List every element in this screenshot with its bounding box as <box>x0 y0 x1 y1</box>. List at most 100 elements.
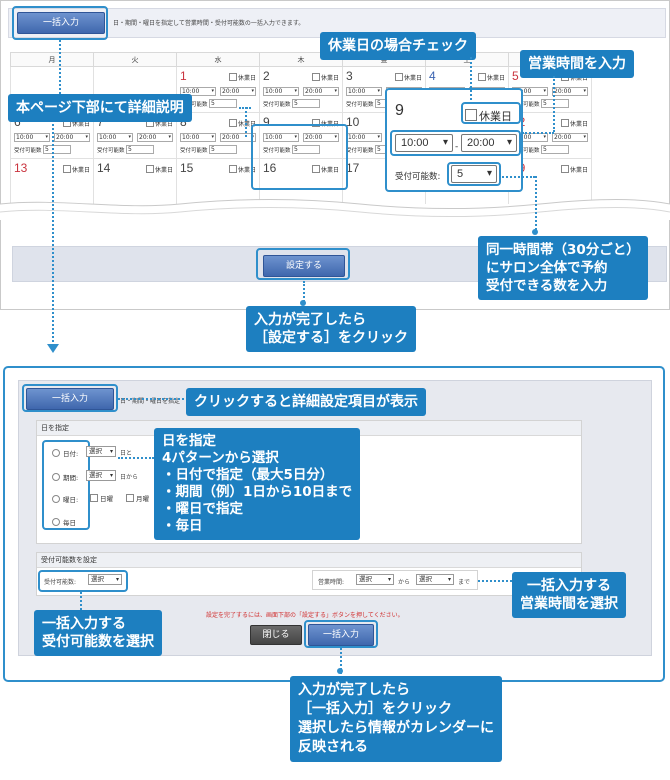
holiday-checkbox[interactable]: 休業日 <box>229 165 256 174</box>
holiday-checkbox[interactable]: 休業日 <box>63 165 90 174</box>
zoom-close-time-select[interactable]: 20:00 <box>461 134 517 152</box>
capacity-select[interactable]: 5 <box>292 99 320 108</box>
apply-ring <box>304 620 378 648</box>
connector-to-bottom <box>52 124 54 346</box>
bottom-bulk-ring <box>22 384 118 412</box>
capacity-select[interactable]: 選択 <box>88 574 122 585</box>
close-time-select[interactable]: 20:00 <box>54 133 90 142</box>
capacity-label: 受付可能数 <box>180 148 208 154</box>
connector-hours-v <box>553 76 555 132</box>
submit-button-highlight <box>256 248 350 280</box>
holiday-checkbox[interactable]: 休業日 <box>478 73 505 82</box>
day-number: 1 <box>180 69 187 83</box>
open-time-select[interactable]: 10:00 <box>346 87 382 96</box>
hours-from-select[interactable]: 選択 <box>356 574 394 585</box>
open-time-select[interactable]: 10:00 <box>180 133 216 142</box>
option-everyday[interactable]: 毎日 <box>52 517 76 527</box>
connector-details-v <box>245 107 247 137</box>
bulk-input-description: 日・期間・曜日を指定して営業時間・受付可能数の一括入力できます。 <box>113 20 305 27</box>
zoom-capacity-select[interactable]: 5 <box>451 165 497 183</box>
day-number: 16 <box>263 161 277 175</box>
capacity-select[interactable]: 5 <box>209 99 237 108</box>
date-select-1[interactable]: 選択 <box>86 446 116 457</box>
open-time-select[interactable]: 10:00 <box>14 133 50 142</box>
open-time-select[interactable]: 10:00 <box>97 133 133 142</box>
open-time-select[interactable]: 10:00 <box>263 87 299 96</box>
capacity-label: 受付可能数 <box>263 148 291 154</box>
callout-click-bulk: クリックすると詳細設定項目が表示 <box>186 388 426 416</box>
capacity-ring <box>447 162 501 186</box>
bulk-input-button[interactable]: 一括入力 <box>17 12 105 34</box>
holiday-checkbox[interactable]: 休業日 <box>63 119 90 128</box>
sunday-checkbox[interactable]: 日曜 <box>90 493 113 503</box>
holiday-checkbox[interactable]: 休業日 <box>312 73 339 82</box>
connector-capacity-h <box>499 176 535 178</box>
callout-submit-desc: 入力が完了したら ［設定する］をクリック <box>246 306 416 352</box>
close-time-select[interactable]: 20:00 <box>137 133 173 142</box>
holiday-checkbox[interactable]: 休業日 <box>229 73 256 82</box>
hours-ring <box>390 130 521 156</box>
holiday-checkbox[interactable]: 休業日 <box>395 73 422 82</box>
connector-bulk-capacity <box>80 592 82 610</box>
monday-checkbox[interactable]: 月曜 <box>126 493 149 503</box>
holiday-checkbox[interactable]: 休業日 <box>146 119 173 128</box>
capacity-select[interactable]: 5 <box>541 99 569 108</box>
apply-bulk-button[interactable]: 一括入力 <box>308 624 374 646</box>
capacity-label: 受付可能数 <box>346 148 374 154</box>
day-number: 9 <box>263 115 270 129</box>
day-number: 10 <box>346 115 360 129</box>
zoom-day-number: 9 <box>395 102 404 119</box>
hours-to-select[interactable]: 選択 <box>416 574 454 585</box>
day-number: 3 <box>346 69 353 83</box>
day-number: 6 <box>14 115 21 129</box>
weekday-header: 月 <box>10 52 94 67</box>
and-label: 日と <box>120 450 133 457</box>
period-select-1[interactable]: 選択 <box>86 470 116 481</box>
callout-details-below: 本ページ下部にて詳細説明 <box>8 94 192 122</box>
close-time-select[interactable]: 20:00 <box>303 87 339 96</box>
complete-note: 設定を完了するには、画面下部の「設定する」ボタンを押してください。 <box>206 612 404 619</box>
open-time-select[interactable]: 10:00 <box>346 133 382 142</box>
connector-bulk-submit <box>340 648 342 674</box>
close-time-select[interactable]: 20:00 <box>552 133 588 142</box>
option-date[interactable]: 日付: <box>52 448 78 458</box>
capacity-select[interactable]: 5 <box>126 145 154 154</box>
holiday-checkbox[interactable]: 休業日 <box>146 165 173 174</box>
day-number: 2 <box>263 69 270 83</box>
close-time-select[interactable]: 20:00 <box>220 87 256 96</box>
callout-bulk-submit: 入力が完了したら ［一括入力］をクリック 選択したら情報がカレンダーに 反映され… <box>290 676 502 762</box>
capacity-select[interactable]: 5 <box>43 145 71 154</box>
close-button[interactable]: 閉じる <box>250 625 302 645</box>
capacity-label: 受付可能数 <box>512 102 540 108</box>
from-label: 日から <box>120 474 139 481</box>
zoom-open-time-select[interactable]: 10:00 <box>395 134 453 152</box>
capacity-select[interactable]: 5 <box>292 145 320 154</box>
option-period[interactable]: 期間: <box>52 472 78 482</box>
bottom-bulk-input-button[interactable]: 一括入力 <box>26 388 114 410</box>
open-time-select[interactable]: 10:00 <box>180 87 216 96</box>
holiday-checkbox[interactable]: 休業日 <box>561 119 588 128</box>
holiday-checkbox[interactable]: 休業日 <box>561 73 588 82</box>
weekday-header: 水 <box>176 52 260 67</box>
holiday-checkbox[interactable]: 休業日 <box>561 165 588 174</box>
capacity-label: 受付可能数 <box>346 102 374 108</box>
day-number: 4 <box>429 69 436 83</box>
capacity-select[interactable]: 5 <box>209 145 237 154</box>
zoom-holiday-checkbox[interactable]: 休業日 <box>465 108 512 124</box>
submit-button[interactable]: 設定する <box>263 255 345 277</box>
capacity-section-title: 受付可能数を設定 <box>37 553 581 568</box>
hours-label: 営業時間: <box>318 579 345 586</box>
capacity-label: 受付可能数 <box>180 102 208 108</box>
open-time-select[interactable]: 10:00 <box>263 133 299 142</box>
holiday-checkbox[interactable]: 休業日 <box>312 165 339 174</box>
close-time-select[interactable]: 20:00 <box>552 87 588 96</box>
zoom-capacity-label: 受付可能数: <box>395 172 441 182</box>
callout-hours-input: 営業時間を入力 <box>520 50 634 78</box>
option-weekday[interactable]: 曜日: <box>52 494 78 504</box>
capacity-select[interactable]: 5 <box>541 145 569 154</box>
capacity-label: 受付可能数 <box>14 148 42 154</box>
callout-capacity-desc: 同一時間帯（30分ごと） にサロン全体で予約 受付できる数を入力 <box>478 236 648 300</box>
close-time-select[interactable]: 20:00 <box>303 133 339 142</box>
callout-bulk-hours: 一括入力する 営業時間を選択 <box>512 572 626 618</box>
